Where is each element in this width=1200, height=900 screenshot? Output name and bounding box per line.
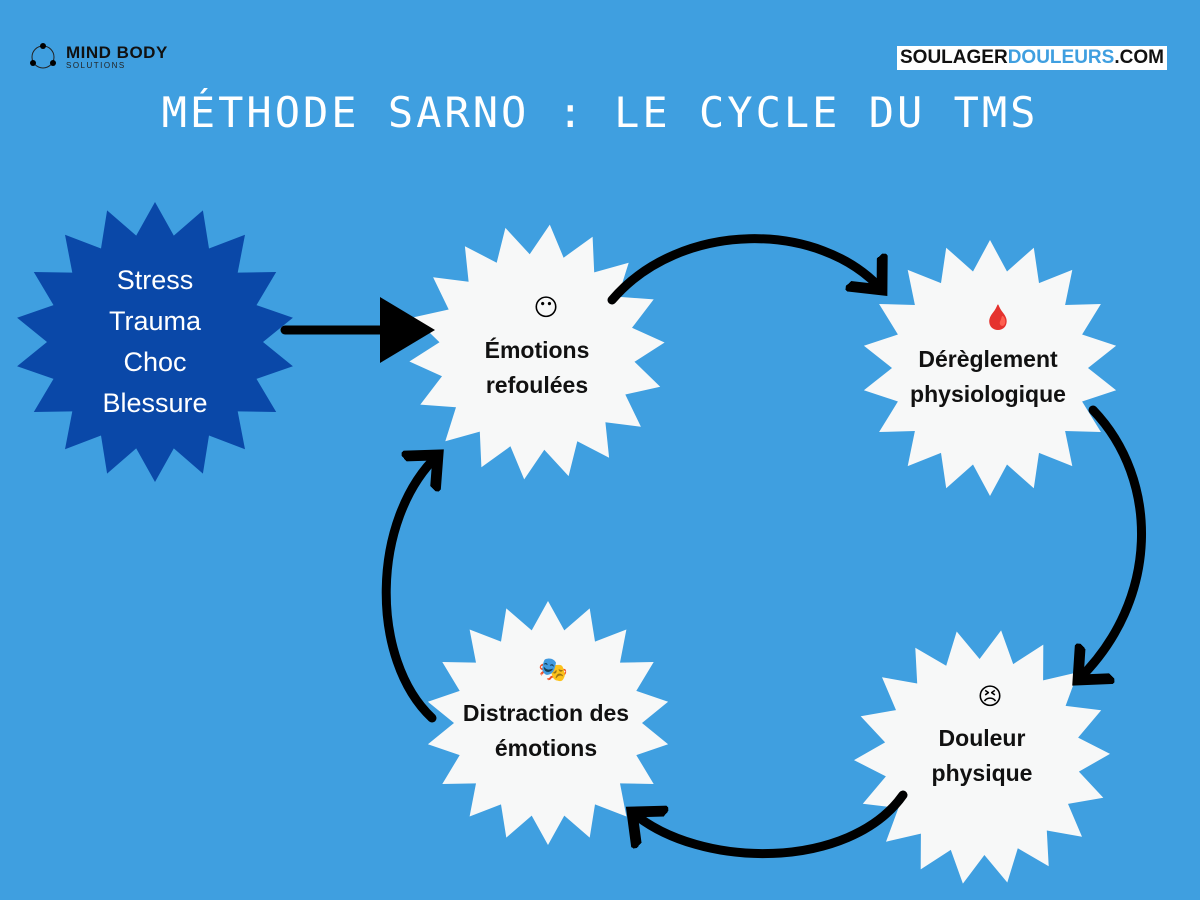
persevering-face-icon: 😣 <box>977 683 1003 711</box>
node-douleur: Douleur physique <box>932 721 1033 791</box>
starburst-emotions <box>409 224 665 480</box>
page-title: Méthode Sarno : le cycle du TMS <box>161 88 1039 137</box>
starburst-distraction <box>427 601 669 845</box>
arrow-dereglement-to-douleur <box>1078 405 1147 680</box>
node-dereglement: Dérèglement physiologique <box>910 342 1066 412</box>
arrows <box>280 234 1147 859</box>
node-line2: physiologique <box>910 381 1066 407</box>
arrow-emotions-to-dereglement <box>607 234 882 305</box>
site-part1: SOULAGER <box>900 47 1008 68</box>
node-emotions-refoulees: Émotions refoulées <box>485 333 590 403</box>
neutral-face-icon: 😶 <box>533 294 559 322</box>
starburst-dereglement <box>863 240 1117 496</box>
node-line2: refoulées <box>485 372 589 398</box>
theater-masks-icon: 🎭 <box>538 656 568 684</box>
site-part2: DOULEURS <box>1007 47 1115 68</box>
node-line1: Dérèglement <box>918 346 1058 372</box>
node-line1: Distraction des <box>462 700 630 726</box>
trigger-item: Trauma <box>108 306 202 336</box>
node-line1: Douleur <box>938 725 1026 751</box>
arrow-head-trigger <box>380 297 435 363</box>
logo-subtitle: SOLUTIONS <box>66 60 126 70</box>
site-name: SOULAGERDOULEURS.COM <box>897 46 1167 70</box>
trigger-starburst <box>17 202 293 482</box>
blood-drop-icon: 🩸 <box>983 304 1013 332</box>
trigger-item: Stress <box>116 265 194 295</box>
node-line1: Émotions <box>484 337 590 363</box>
logo-circle-icon <box>30 43 56 69</box>
arrow-douleur-to-distraction <box>632 790 908 859</box>
trigger-list: Stress Trauma Choc Blessure <box>102 260 207 424</box>
starburst-douleur <box>854 630 1110 884</box>
trigger-item: Blessure <box>102 388 208 418</box>
trigger-item: Choc <box>123 347 187 377</box>
node-distraction: Distraction des émotions <box>463 696 629 766</box>
arrow-distraction-to-emotions <box>381 455 438 723</box>
node-line2: physique <box>931 760 1033 786</box>
logo-name: MIND BODY <box>66 42 168 62</box>
node-line2: émotions <box>494 735 598 761</box>
site-part3: .COM <box>1114 47 1164 68</box>
